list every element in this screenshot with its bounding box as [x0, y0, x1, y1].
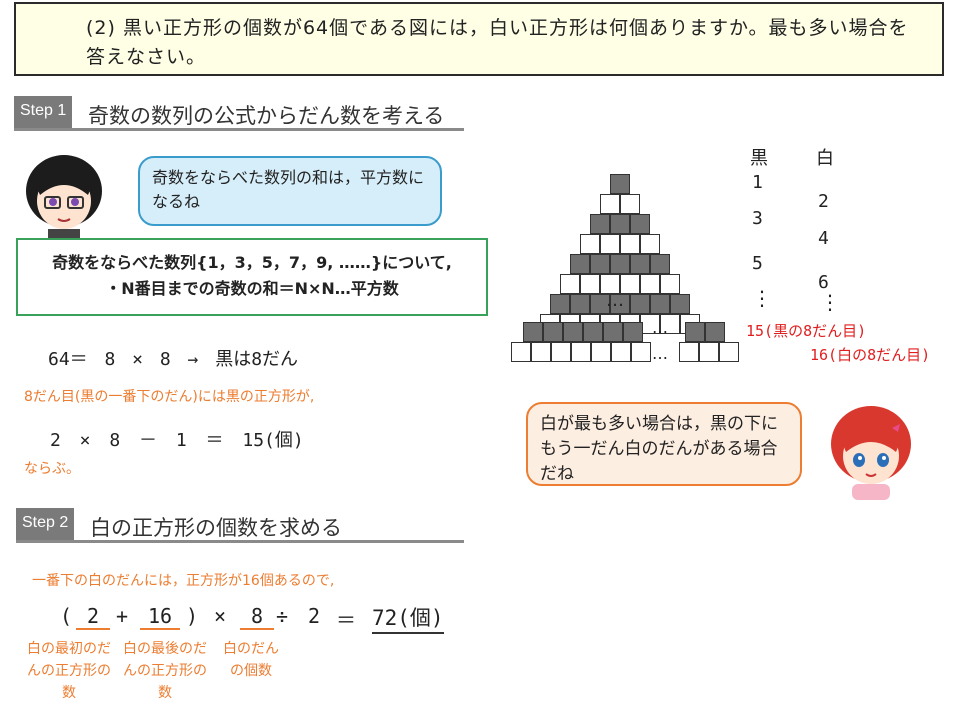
- black-square: [570, 254, 590, 274]
- black-square: [630, 254, 650, 274]
- white-square: [631, 342, 651, 362]
- white-square: [600, 234, 620, 254]
- bubble-text-boy: 奇数をならべた数列の和は，平方数になるね: [152, 168, 425, 211]
- girl-avatar: [822, 398, 920, 500]
- eq-divide: ÷: [276, 604, 289, 628]
- eq-row-count: 8: [240, 604, 274, 630]
- black-square: [610, 294, 630, 314]
- row-ellipsis-black: …: [652, 318, 668, 337]
- bubble-text-girl: 白が最も多い場合は，黒の下にもう一だん白のだんがある場合だね: [540, 414, 778, 484]
- pyramid-figure: [505, 170, 740, 370]
- white-square: [571, 342, 591, 362]
- white-square: [719, 342, 739, 362]
- white-square: [640, 274, 660, 294]
- eq-two: 2: [308, 604, 321, 628]
- step2-underline: [16, 540, 464, 543]
- speech-bubble-girl: 白が最も多い場合は，黒の下にもう一だん白のだんがある場合だね: [526, 402, 802, 486]
- white-square: [600, 274, 620, 294]
- eq-times: ×: [214, 604, 227, 628]
- pyramid-dots: …: [606, 290, 624, 311]
- eq-last-row-count: 16: [140, 604, 180, 630]
- formula-line-2: ・N番目までの奇数の和＝N×N…平方数: [105, 279, 399, 298]
- white-square: [531, 342, 551, 362]
- eq-close-paren: ): [186, 604, 199, 628]
- eq-first-row-count: 2: [76, 604, 110, 630]
- eq-result: 72(個): [372, 602, 444, 634]
- header-black: 黒: [750, 148, 768, 169]
- calc-64: 64＝ 8 × 8 → 黒は8だん: [48, 349, 299, 370]
- white-square: [620, 234, 640, 254]
- white-square: [679, 342, 699, 362]
- black-square: [543, 322, 563, 342]
- black-square: [650, 254, 670, 274]
- black-square: [630, 214, 650, 234]
- white-square: [699, 342, 719, 362]
- black-square: [705, 322, 725, 342]
- white-square: [560, 274, 580, 294]
- note-narabu: ならぶ。: [24, 461, 80, 477]
- red-label-white-8: 16(白の8だん目): [810, 346, 931, 364]
- white-count-6: 6: [818, 272, 829, 293]
- white-square: [660, 314, 680, 334]
- white-square: [600, 194, 620, 214]
- white-square: [640, 234, 660, 254]
- white-square: [620, 274, 640, 294]
- label-last-row: 白の最後のだんの正方形の数: [123, 641, 207, 701]
- calc-15: 2 × 8 － 1 ＝ 15(個): [50, 430, 304, 451]
- black-vdots: ⋮: [752, 286, 772, 310]
- eq-open-paren: (: [60, 604, 73, 628]
- boy-avatar: [18, 145, 110, 245]
- black-count-1: 1: [752, 172, 763, 193]
- eq-equals: ＝: [336, 608, 356, 632]
- black-square: [570, 294, 590, 314]
- red-label-black-8: 15(黒の8だん目): [746, 322, 867, 340]
- black-square: [610, 254, 630, 274]
- step2-title: 白の正方形の個数を求める: [90, 516, 342, 540]
- label-row-count: 白のだんの個数: [223, 641, 279, 679]
- step1-tag: Step 1: [14, 96, 73, 128]
- black-count-5: 5: [752, 253, 763, 274]
- formula-line-1: 奇数をならべた数列{1，3，5，7，9, ……}について,: [52, 253, 452, 272]
- black-square: [623, 322, 643, 342]
- white-square: [591, 342, 611, 362]
- black-square: [550, 294, 570, 314]
- black-square: [685, 322, 705, 342]
- black-square: [590, 294, 610, 314]
- white-count-2: 2: [818, 191, 829, 212]
- white-square: [580, 234, 600, 254]
- black-square: [590, 254, 610, 274]
- black-square: [590, 214, 610, 234]
- white-vdots: ⋮: [820, 290, 840, 314]
- black-square: [583, 322, 603, 342]
- question-text: (2) 黒い正方形の個数が64個である図には，白い正方形は何個ありますか。最も多…: [86, 17, 909, 68]
- white-square: [620, 194, 640, 214]
- header-white: 白: [816, 148, 834, 169]
- white-square: [511, 342, 531, 362]
- white-square: [660, 274, 680, 294]
- step2-tag: Step 2: [16, 508, 75, 540]
- row-ellipsis-white: …: [652, 344, 668, 363]
- label-first-row: 白の最初のだんの正方形の数: [27, 641, 111, 701]
- question-box: (2) 黒い正方形の個数が64個である図には，白い正方形は何個ありますか。最も多…: [14, 2, 944, 76]
- speech-bubble-boy: 奇数をならべた数列の和は，平方数になるね: [138, 156, 442, 226]
- formula-box: 奇数をならべた数列{1，3，5，7，9, ……}について, ・N番目までの奇数の…: [16, 238, 488, 316]
- note-16-squares: 一番下の白のだんには，正方形が16個あるので,: [32, 573, 335, 589]
- black-square: [523, 322, 543, 342]
- black-count-3: 3: [752, 208, 763, 229]
- black-square: [630, 294, 650, 314]
- black-square: [650, 294, 670, 314]
- black-square: [610, 214, 630, 234]
- white-square: [580, 274, 600, 294]
- note-8th-row: 8だん目(黒の一番下のだん)には黒の正方形が,: [24, 389, 315, 405]
- white-count-4: 4: [818, 228, 829, 249]
- black-square: [670, 294, 690, 314]
- black-square: [610, 174, 630, 194]
- black-square: [603, 322, 623, 342]
- step1-title: 奇数の数列の公式からだん数を考える: [88, 104, 445, 128]
- white-square: [611, 342, 631, 362]
- white-square: [551, 342, 571, 362]
- eq-plus: +: [116, 604, 129, 628]
- black-square: [563, 322, 583, 342]
- step1-underline: [14, 128, 464, 131]
